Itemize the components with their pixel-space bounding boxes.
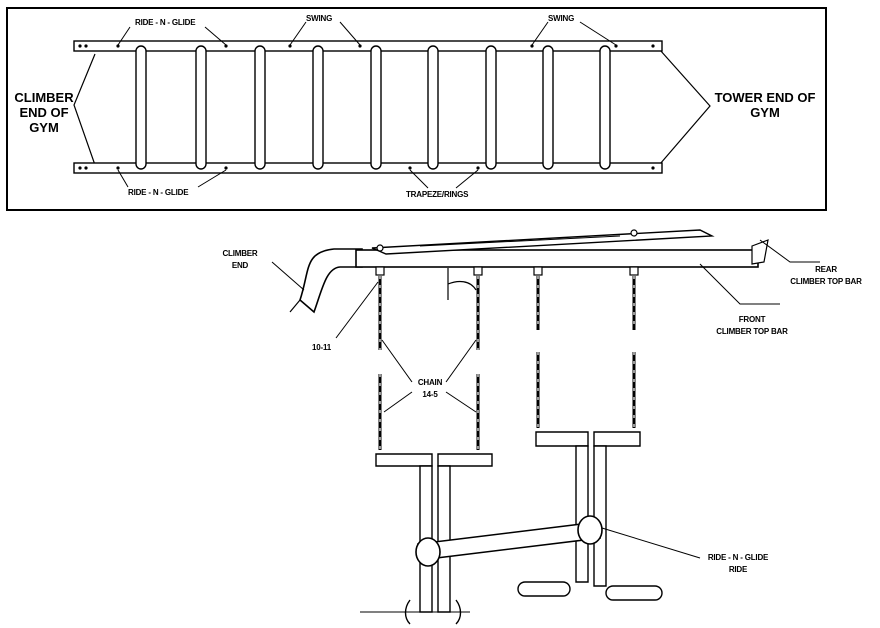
climber-end-pipe <box>299 248 363 314</box>
swing-label-2: SWING <box>548 14 574 23</box>
tower-end-label: TOWER END OF GYM <box>715 90 816 120</box>
front-top-bar-label: FRONT CLIMBER TOP BAR <box>716 315 788 336</box>
svg-text:CLIMBER: CLIMBER <box>14 90 74 105</box>
climber-end-pipe-edge <box>289 299 301 313</box>
rear-climber-top-bar <box>371 229 715 255</box>
svg-text:REAR: REAR <box>815 265 837 274</box>
top-view-frame <box>6 7 827 211</box>
svg-text:END OF: END OF <box>19 105 68 120</box>
rung <box>135 45 147 170</box>
svg-text:CLIMBER: CLIMBER <box>222 249 257 258</box>
climber-end-side-label: CLIMBER END <box>222 249 258 270</box>
bar-highlight <box>419 235 621 247</box>
swing-label-1: SWING <box>306 14 332 23</box>
chain-label: CHAIN 14-5 <box>418 378 443 399</box>
bar-hangers <box>375 229 639 276</box>
svg-text:RIDE: RIDE <box>729 565 748 574</box>
ride-n-glide-ride-label: RIDE - N - GLIDE RIDE <box>708 553 769 574</box>
side-view: CLIMBER END REAR CLIMBER TOP BAR FRONT C… <box>222 229 862 625</box>
trapeze-rings-label: TRAPEZE/RINGS <box>406 190 469 199</box>
ride-clamp-left <box>415 537 441 567</box>
top-view-leaders <box>117 21 617 189</box>
climber-end-label: CLIMBER END OF GYM <box>14 90 74 135</box>
svg-text:GYM: GYM <box>29 120 59 135</box>
side-view-leaders <box>271 239 820 559</box>
top-rail <box>73 40 663 52</box>
svg-text:END: END <box>232 261 249 270</box>
climber-end-bracket <box>73 53 96 166</box>
svg-text:CHAIN: CHAIN <box>418 378 443 387</box>
svg-text:TOWER END OF: TOWER END OF <box>715 90 816 105</box>
rung <box>312 45 324 170</box>
svg-text:GYM: GYM <box>750 105 780 120</box>
rung <box>370 45 382 170</box>
rung <box>599 45 611 170</box>
rear-top-bar-label: REAR CLIMBER TOP BAR <box>790 265 862 286</box>
right-ride-n-glide-handles <box>517 431 663 601</box>
rung <box>542 45 554 170</box>
rung <box>195 45 207 170</box>
svg-text:14-5: 14-5 <box>422 390 438 399</box>
tower-end-bracket <box>659 49 711 165</box>
middle-bracket <box>447 268 477 300</box>
top-rungs <box>135 45 611 170</box>
bottom-rail <box>73 162 663 174</box>
rung <box>485 45 497 170</box>
svg-text:CLIMBER TOP BAR: CLIMBER TOP BAR <box>716 327 788 336</box>
rung <box>254 45 266 170</box>
ride-n-glide-label-top: RIDE - N - GLIDE <box>135 18 196 27</box>
rung <box>427 45 439 170</box>
svg-text:CLIMBER TOP BAR: CLIMBER TOP BAR <box>790 277 862 286</box>
chains <box>378 276 636 450</box>
svg-text:FRONT: FRONT <box>739 315 766 324</box>
rail-bolts <box>78 44 655 170</box>
chain-links <box>379 276 635 450</box>
ride-n-glide-label-bottom: RIDE - N - GLIDE <box>128 188 189 197</box>
top-view: RIDE - N - GLIDE SWING SWING RIDE - N - … <box>6 7 827 211</box>
svg-text:RIDE - N - GLIDE: RIDE - N - GLIDE <box>708 553 769 562</box>
ride-clamp-right <box>577 515 603 545</box>
part-10-11-label: 10-11 <box>312 343 332 352</box>
